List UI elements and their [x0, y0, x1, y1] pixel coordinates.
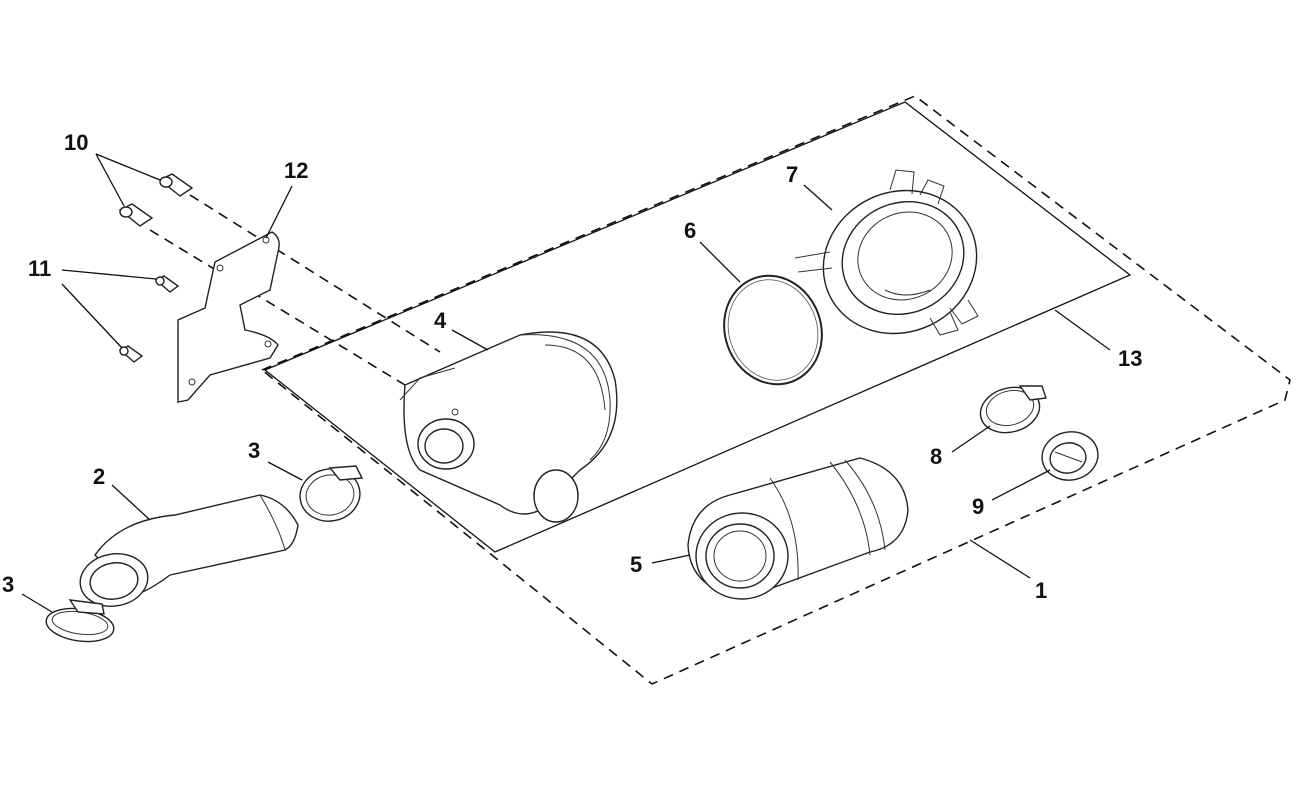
- leader-4: [451, 329, 489, 351]
- leader-11a: [61, 269, 157, 280]
- elbow-hose: [79, 494, 299, 607]
- vacuator-valve: [1041, 431, 1099, 481]
- callout-3-upper: 3: [248, 438, 260, 463]
- kit-outline-dashed: [260, 95, 1291, 685]
- alignment-line-bolt-upper: [189, 194, 441, 353]
- leader-6: [699, 241, 741, 283]
- callout-9: 9: [972, 494, 984, 519]
- bolt-lower: [118, 203, 154, 227]
- callout-12: 12: [284, 158, 308, 183]
- leader-5: [651, 554, 691, 564]
- screw-upper: [154, 275, 180, 293]
- housing-cover: [794, 169, 979, 336]
- filter-element: [687, 457, 909, 600]
- callout-8: 8: [930, 444, 942, 469]
- leader-9: [991, 469, 1051, 501]
- leader-1: [969, 539, 1031, 579]
- callout-7: 7: [786, 162, 798, 187]
- leader-3a: [267, 461, 303, 481]
- seal-ring-inner: [727, 279, 819, 381]
- callout-11: 11: [28, 256, 51, 281]
- air-cleaner-housing: [399, 331, 618, 523]
- callout-4: 4: [434, 308, 447, 333]
- callout-5: 5: [630, 552, 642, 577]
- leader-12: [265, 185, 293, 239]
- leader-3b: [21, 593, 53, 613]
- callout-13: 13: [1118, 346, 1142, 371]
- leader-11b: [61, 283, 123, 349]
- callout-6: 6: [684, 218, 696, 243]
- leader-7: [803, 184, 833, 211]
- callout-1: 1: [1035, 578, 1047, 603]
- callout-2: 2: [93, 464, 105, 489]
- seal-ring: [723, 274, 823, 386]
- screw-lower: [118, 345, 144, 363]
- callout-10: 10: [64, 130, 88, 155]
- callout-3-lower: 3: [2, 572, 14, 597]
- leader-10b: [95, 153, 125, 207]
- leader-10a: [95, 153, 161, 181]
- bolt-upper: [158, 173, 194, 197]
- mounting-bracket: [177, 231, 280, 403]
- leader-2: [111, 484, 151, 521]
- hose-clamp-lower: [45, 599, 115, 643]
- clamp-small: [979, 385, 1047, 434]
- hose-clamp-upper: [299, 465, 364, 522]
- subassembly-outline: [263, 101, 1132, 553]
- leader-13: [1054, 309, 1111, 351]
- leader-8: [951, 425, 991, 453]
